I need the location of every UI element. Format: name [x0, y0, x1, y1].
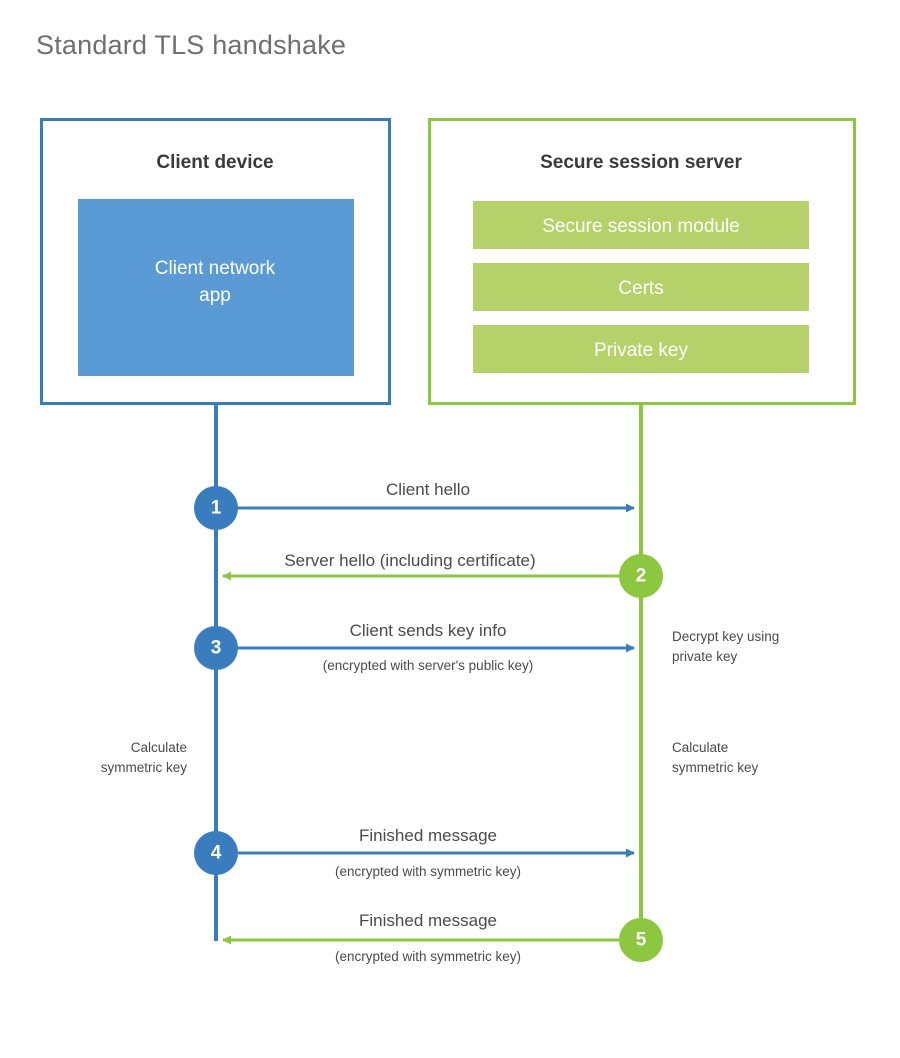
server-block-label-2: Private key: [594, 340, 688, 361]
note-calculate-symmetric-key-server: Calculate symmetric key: [672, 740, 759, 775]
step-3-sublabel: (encrypted with server's public key): [323, 658, 533, 673]
step-2-label: Server hello (including certificate): [284, 551, 535, 570]
step-1-label: Client hello: [386, 480, 470, 499]
step-1-number: 1: [211, 498, 222, 519]
client-network-app-label-line1: Client network: [155, 258, 276, 279]
step-4-marker[interactable]: [194, 831, 238, 875]
step-2-group: Server hello (including certificate) 2: [222, 551, 663, 598]
server-block-label-0: Secure session module: [542, 216, 740, 237]
page-title: Standard TLS handshake: [36, 30, 346, 60]
step-1-marker[interactable]: [194, 486, 238, 530]
step-4-label: Finished message: [359, 826, 497, 845]
note-calc-server-line1: Calculate: [672, 740, 728, 755]
step-4-group: Finished message (encrypted with symmetr…: [194, 826, 635, 879]
step-2-marker[interactable]: [619, 554, 663, 598]
note-calculate-symmetric-key-client: Calculate symmetric key: [101, 740, 188, 775]
step-3-label: Client sends key info: [350, 621, 507, 640]
client-device-panel: Client device Client network app: [40, 118, 391, 405]
step-2-number: 2: [636, 566, 647, 587]
secure-session-server-panel: Secure session server Secure session mod…: [428, 118, 856, 405]
step-3-group: Client sends key info (encrypted with se…: [194, 621, 635, 673]
server-block-private-key: [473, 325, 809, 373]
step-4-number: 4: [211, 843, 222, 864]
note-calc-client-line2: symmetric key: [101, 760, 188, 775]
server-block-secure-session-module: [473, 201, 809, 249]
note-decrypt-key-line2: private key: [672, 649, 738, 664]
step-3-number: 3: [211, 638, 222, 659]
server-block-certs: [473, 263, 809, 311]
step-1-group: Client hello 1: [194, 480, 635, 530]
note-decrypt-key: Decrypt key using private key: [672, 629, 779, 664]
server-block-label-1: Certs: [618, 278, 663, 299]
step-5-group: Finished message (encrypted with symmetr…: [222, 911, 663, 964]
step-3-marker[interactable]: [194, 626, 238, 670]
server-panel-title: Secure session server: [540, 152, 742, 173]
step-5-number: 5: [636, 930, 647, 951]
note-calc-client-line1: Calculate: [131, 740, 187, 755]
step-5-label: Finished message: [359, 911, 497, 930]
client-panel-title: Client device: [156, 152, 273, 173]
step-4-sublabel: (encrypted with symmetric key): [335, 864, 521, 879]
step-5-marker[interactable]: [619, 918, 663, 962]
note-decrypt-key-line1: Decrypt key using: [672, 629, 779, 644]
step-5-sublabel: (encrypted with symmetric key): [335, 949, 521, 964]
client-network-app-label-line2: app: [199, 285, 231, 306]
client-network-app-block: [78, 199, 354, 376]
note-calc-server-line2: symmetric key: [672, 760, 759, 775]
